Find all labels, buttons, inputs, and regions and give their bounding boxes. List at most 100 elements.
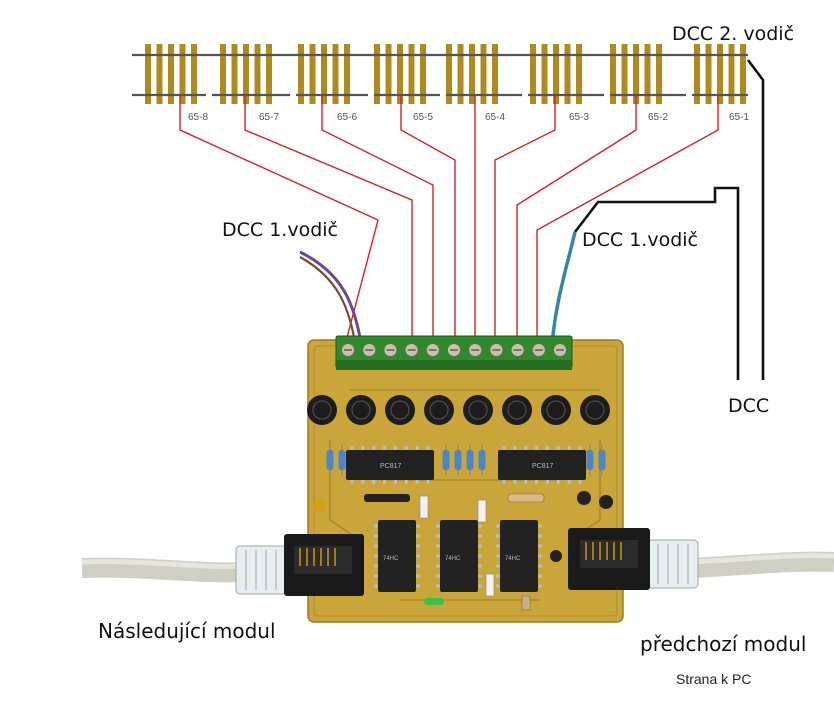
- choke-ring: [312, 400, 332, 420]
- ic-pin: [538, 554, 542, 558]
- sleeper: [576, 44, 582, 104]
- sleeper: [541, 44, 548, 104]
- section-label-65-3: 65-3: [569, 112, 589, 123]
- feeder-wire-65-2: [516, 95, 637, 345]
- dcc-wires: [299, 59, 765, 380]
- ic-pin: [496, 574, 500, 578]
- ic-pin: [361, 480, 365, 484]
- resistors: [326, 444, 606, 476]
- sleeper: [656, 44, 662, 104]
- dcc-wire-1-blue: [550, 231, 577, 346]
- ic-pin: [436, 534, 440, 538]
- ic-pin: [416, 544, 420, 548]
- resistor: [598, 450, 606, 470]
- ic-pin: [393, 446, 397, 450]
- sleeper: [408, 44, 415, 104]
- sleeper: [397, 44, 403, 104]
- sleeper: [492, 44, 498, 104]
- ic-pin: [415, 446, 419, 450]
- sleeper: [309, 44, 316, 104]
- ic-pin: [513, 480, 517, 484]
- sleeper: [469, 44, 475, 104]
- ic-lower-middle: 74HC: [440, 520, 478, 592]
- ic-pin: [374, 524, 378, 528]
- ic-pin: [436, 584, 440, 588]
- patch-cable-left: [81, 545, 287, 595]
- ic-pin: [535, 480, 539, 484]
- ic-pin: [393, 480, 397, 484]
- label-next-module: Následující modul: [98, 619, 276, 643]
- sleeper: [243, 44, 249, 104]
- resistor: [478, 450, 486, 470]
- ic-pin: [416, 554, 420, 558]
- sleeper: [480, 44, 487, 104]
- ic-pin: [416, 574, 420, 578]
- choke: [346, 395, 376, 425]
- sleeper: [728, 44, 735, 104]
- dcc-wire-2: [746, 59, 765, 380]
- ic-pin: [350, 446, 354, 450]
- sleeper: [298, 44, 304, 104]
- ic-pin: [416, 524, 420, 528]
- ic-pins: [350, 446, 582, 588]
- section-label-65-2: 65-2: [648, 112, 668, 123]
- sleeper: [633, 44, 639, 104]
- ic3-marking: 74HC: [383, 556, 399, 562]
- ic-lower-right: 74HC: [500, 520, 538, 592]
- ic-pin: [538, 574, 542, 578]
- choke-ring: [468, 400, 488, 420]
- feeder-wire-65-8: [179, 95, 379, 346]
- sleeper: [374, 44, 380, 104]
- dcc-wire-1-black: [573, 186, 740, 380]
- sleeper: [530, 44, 536, 104]
- sleeper: [740, 44, 746, 104]
- sleeper: [446, 44, 452, 104]
- ic-pin: [578, 446, 582, 450]
- ic-pin: [436, 544, 440, 548]
- choke-ring: [390, 400, 410, 420]
- ic-pin: [502, 446, 506, 450]
- ic-pin: [524, 480, 528, 484]
- feeder-wires: [179, 95, 719, 346]
- sleeper: [254, 44, 261, 104]
- ic-pin: [502, 480, 506, 484]
- ic-pin: [374, 554, 378, 558]
- ic-pin: [416, 534, 420, 538]
- ic-pin: [426, 446, 430, 450]
- choke-ring: [546, 400, 566, 420]
- feeder-wire-65-5: [400, 95, 456, 345]
- ic1-marking: PC817: [380, 463, 402, 470]
- sleeper: [694, 44, 700, 104]
- label-pc-side: Strana k PC: [676, 671, 751, 687]
- ic-pin: [478, 564, 482, 568]
- ic-upper-right: PC817: [498, 450, 586, 480]
- section-label-65-4: 65-4: [485, 112, 505, 123]
- label-dcc-wire-1-right: DCC 1.vodič: [582, 229, 698, 251]
- ic-pin: [556, 446, 560, 450]
- ic-pin: [374, 584, 378, 588]
- sleeper: [564, 44, 571, 104]
- choke: [307, 395, 337, 425]
- ic-pin: [496, 534, 500, 538]
- ic-pin: [556, 480, 560, 484]
- ic-pin: [436, 554, 440, 558]
- section-label-65-6: 65-6: [337, 112, 357, 123]
- dcc-wire-1-purple: [299, 250, 364, 351]
- ic-pin: [404, 480, 408, 484]
- ic-pin: [383, 446, 387, 450]
- ic-pin: [478, 534, 482, 538]
- track: [132, 44, 748, 104]
- ic-lower-left: 74HC: [378, 520, 416, 592]
- sleepers: [145, 44, 746, 104]
- ic-pin: [496, 524, 500, 528]
- sleeper: [332, 44, 339, 104]
- ic-pin: [478, 584, 482, 588]
- ic-pin: [350, 480, 354, 484]
- ic-pin: [374, 574, 378, 578]
- ic-pin: [478, 544, 482, 548]
- ic-pin: [567, 446, 571, 450]
- label-prev-module: předchozí modul: [640, 632, 806, 656]
- ic-pin: [538, 524, 542, 528]
- ic2-marking: PC817: [532, 463, 554, 470]
- ic-pin: [372, 480, 376, 484]
